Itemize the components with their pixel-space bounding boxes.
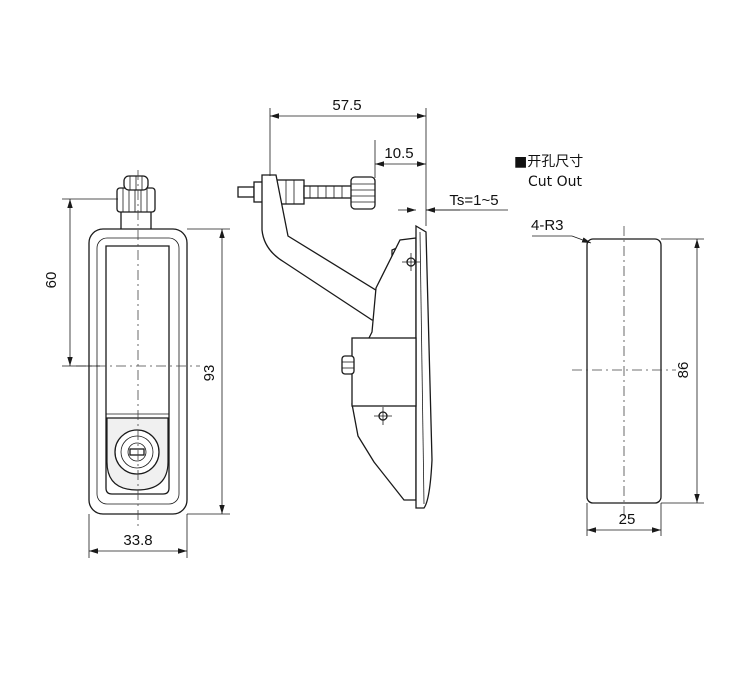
dim-10-5-label: 10.5 xyxy=(384,145,413,162)
front-dimensions: 60 93 33.8 xyxy=(43,198,230,558)
side-dimensions: 57.5 10.5 Ts=1~5 xyxy=(269,97,508,226)
dim-60-label: 60 xyxy=(43,272,60,289)
side-view xyxy=(237,174,433,509)
front-knob xyxy=(116,175,156,231)
dim-25-label: 25 xyxy=(619,511,636,528)
dim-93-label: 93 xyxy=(201,365,218,382)
cutout-note: ■开孔尺寸 Cut Out xyxy=(514,154,583,190)
cutout-dimensions: 4-R3 86 25 xyxy=(531,217,704,536)
cutout-title-en: Cut Out xyxy=(528,174,582,190)
dim-86-label: 86 xyxy=(675,362,692,379)
side-knob xyxy=(350,176,376,210)
front-view xyxy=(76,170,200,530)
side-lock-box xyxy=(351,337,417,407)
side-flange xyxy=(415,224,433,509)
cutout-title-cn: 开孔尺寸 xyxy=(527,154,583,170)
dim-33-8-label: 33.8 xyxy=(123,532,152,549)
dim-ts-label: Ts=1~5 xyxy=(449,192,498,209)
dim-r3-label: 4-R3 xyxy=(531,217,564,234)
cutout-bullet: ■ xyxy=(514,154,527,170)
svg-text:■开孔尺寸: ■开孔尺寸 xyxy=(514,154,583,170)
side-screw xyxy=(237,179,353,205)
dim-57-5-label: 57.5 xyxy=(332,97,361,114)
cutout-view xyxy=(572,226,676,520)
